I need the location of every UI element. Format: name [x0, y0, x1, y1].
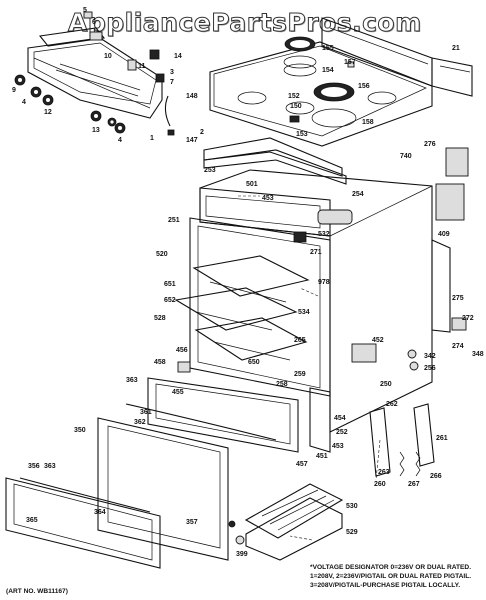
callout-534: 534	[298, 309, 310, 316]
callout-362: 362	[134, 419, 146, 426]
surface-burners	[283, 36, 357, 128]
door-hinges	[369, 317, 467, 477]
callout-14: 14	[174, 53, 182, 60]
broiler-pan	[235, 483, 344, 561]
callout-2: 2	[200, 129, 204, 136]
callout-272: 272	[462, 315, 474, 322]
callout-152: 152	[288, 93, 300, 100]
callout-266: 266	[430, 473, 442, 480]
voltage-note-line-1: *VOLTAGE DESIGNATOR 0=236V OR DUAL RATED…	[310, 564, 472, 571]
callout-454: 454	[334, 415, 346, 422]
voltage-note-line-3: 3=208V/PIGTAIL-PURCHASE PIGTAIL LOCALLY.	[310, 582, 461, 589]
callout-455: 455	[172, 389, 184, 396]
callout-361: 361	[140, 409, 152, 416]
callout-4a: 4	[22, 99, 26, 106]
callout-252: 252	[336, 429, 348, 436]
callout-260: 260	[374, 481, 386, 488]
oven-door	[5, 403, 277, 569]
callout-256: 256	[424, 365, 436, 372]
callout-254: 254	[352, 191, 364, 198]
control-knobs	[14, 74, 126, 134]
callout-1: 1	[150, 135, 154, 142]
callout-452: 452	[372, 337, 384, 344]
callout-258: 258	[276, 381, 288, 388]
callout-356: 356	[28, 463, 40, 470]
callout-267: 267	[408, 481, 420, 488]
leader-lines	[238, 195, 381, 541]
callout-652: 652	[164, 297, 176, 304]
callout-155: 155	[322, 45, 334, 52]
callout-457: 457	[296, 461, 308, 468]
callout-399: 399	[236, 551, 248, 558]
callout-261: 261	[436, 435, 448, 442]
callout-501: 501	[246, 181, 258, 188]
callout-409: 409	[438, 231, 450, 238]
callout-253: 253	[204, 167, 216, 174]
callout-250: 250	[380, 381, 392, 388]
callout-157: 157	[344, 59, 356, 66]
callout-262: 262	[386, 401, 398, 408]
callout-153: 153	[296, 131, 308, 138]
callout-363a: 363	[126, 377, 138, 384]
callout-12: 12	[44, 109, 52, 116]
switch-parts	[83, 11, 175, 136]
callout-147: 147	[186, 137, 198, 144]
callout-148: 148	[186, 93, 198, 100]
callout-529: 529	[346, 529, 358, 536]
callout-650: 650	[248, 359, 260, 366]
callout-453: 453	[262, 195, 274, 202]
range-body	[174, 147, 469, 433]
callout-740: 740	[400, 153, 412, 160]
callout-259: 259	[294, 371, 306, 378]
callout-364: 364	[94, 509, 106, 516]
callout-150: 150	[290, 103, 302, 110]
callout-158: 158	[362, 119, 374, 126]
callout-365: 365	[26, 517, 38, 524]
callout-528: 528	[154, 315, 166, 322]
callout-363b: 363	[44, 463, 56, 470]
callout-276: 276	[424, 141, 436, 148]
callout-154: 154	[322, 67, 334, 74]
callout-530: 530	[346, 503, 358, 510]
callout-275: 275	[452, 295, 464, 302]
callout-458: 458	[154, 359, 166, 366]
callout-11: 11	[138, 63, 146, 70]
callout-348: 348	[472, 351, 484, 358]
callout-7: 7	[170, 79, 174, 86]
callout-651: 651	[164, 281, 176, 288]
callout-13: 13	[92, 127, 100, 134]
callout-357: 357	[186, 519, 198, 526]
callout-456: 456	[176, 347, 188, 354]
callout-21: 21	[452, 45, 460, 52]
callout-451: 451	[316, 453, 328, 460]
callout-265: 265	[294, 337, 306, 344]
top-frame	[203, 137, 347, 185]
callout-6: 6	[92, 19, 96, 26]
callout-5: 5	[83, 7, 87, 14]
callout-156: 156	[358, 83, 370, 90]
callout-342: 342	[424, 353, 436, 360]
control-panel-assembly	[27, 27, 163, 119]
callout-9: 9	[12, 87, 16, 94]
art-number: (ART NO. WB11167)	[6, 588, 68, 595]
callout-251: 251	[168, 217, 180, 224]
callout-453b: 453	[332, 443, 344, 450]
callout-271: 271	[310, 249, 322, 256]
callout-263: 263	[378, 469, 390, 476]
callout-4b: 4	[118, 137, 122, 144]
callout-350: 350	[74, 427, 86, 434]
callout-labels: 5 6 10 14 11 3 7 9 4 12 13 4 1 2 148 147…	[12, 7, 484, 558]
voltage-note-line-2: 1=208V, 2=236V/PIGTAIL OR DUAL RATED PIG…	[310, 573, 472, 580]
callout-978: 978	[318, 279, 330, 286]
callout-10: 10	[104, 53, 112, 60]
callout-3: 3	[170, 69, 174, 76]
callout-532: 532	[318, 231, 330, 238]
callout-520: 520	[156, 251, 168, 258]
callout-274: 274	[452, 343, 464, 350]
